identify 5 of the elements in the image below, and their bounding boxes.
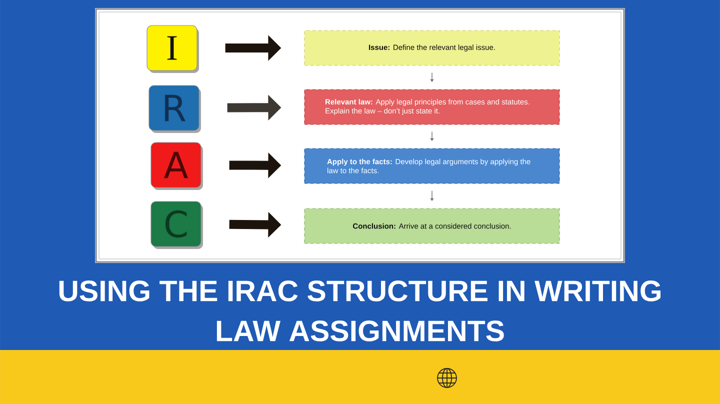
letter-tile: R — [148, 85, 201, 133]
letter-tile: A — [150, 142, 203, 190]
letter-tile: I — [146, 25, 199, 73]
title: USING THE IRAC STRUCTURE IN WRITING LAW ASSIGNMENTS — [59, 280, 660, 342]
letter-tile: C — [150, 201, 203, 249]
